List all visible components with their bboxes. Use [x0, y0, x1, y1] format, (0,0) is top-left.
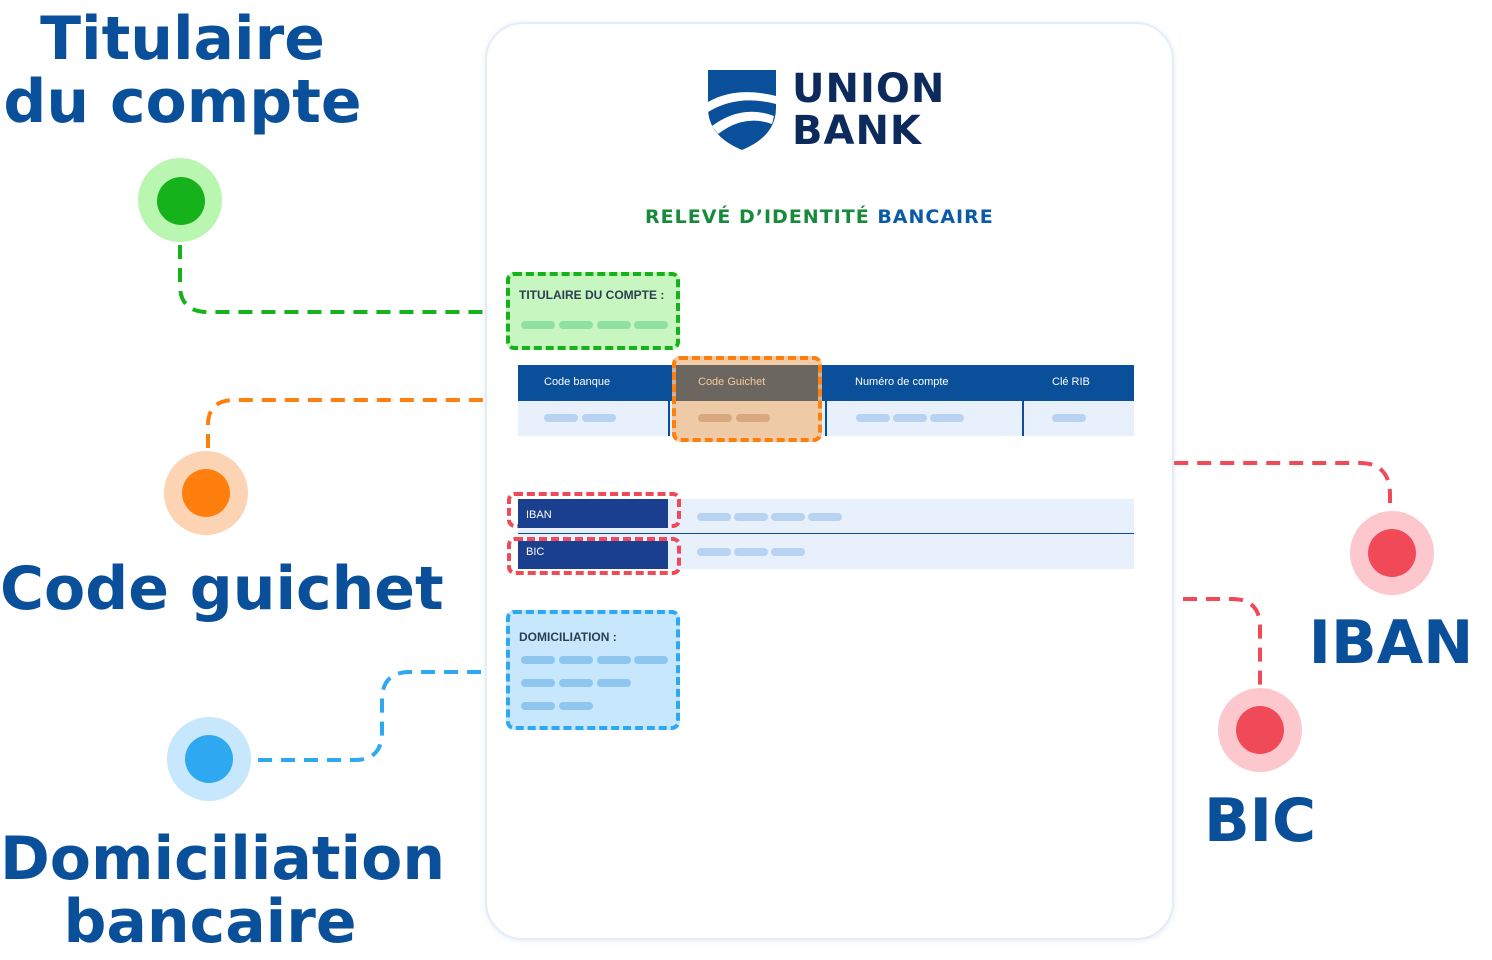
th-cle-rib: Clé RIB: [1052, 376, 1090, 388]
document-title: RELEVÉ D’IDENTITÉ BANCAIRE: [645, 206, 1015, 228]
callout-code-guichet: Code guichet: [0, 558, 444, 621]
th-code-guichet: Code Guichet: [698, 376, 766, 388]
bank-name: UNION BANK: [792, 68, 945, 152]
titulaire-placeholder: [559, 321, 593, 329]
code-guichet-placeholder: [698, 414, 732, 422]
bic-label-cell: BIC: [518, 541, 668, 569]
bic-highlight: [507, 537, 681, 575]
code-banque-placeholder: [582, 414, 616, 422]
titulaire-label: TITULAIRE DU COMPTE :: [519, 288, 665, 302]
callout-titulaire-text: Titulaire du compte: [3, 4, 362, 137]
titulaire-marker-dot: [157, 177, 205, 225]
code-banque-placeholder: [544, 414, 578, 422]
callout-bic-text: BIC: [1203, 786, 1317, 856]
domiciliation-connector: [258, 670, 506, 762]
domiciliation-placeholder: [521, 702, 555, 710]
iban-marker-dot: [1368, 529, 1416, 577]
domiciliation-highlight: [506, 610, 680, 730]
titulaire-highlight: [506, 272, 680, 350]
domiciliation-placeholder: [559, 679, 593, 687]
bic-marker-dot: [1236, 706, 1284, 754]
domiciliation-placeholder: [597, 679, 631, 687]
titulaire-placeholder: [597, 321, 631, 329]
bank-name-line1: UNION: [792, 66, 946, 112]
cle-rib-placeholder: [1052, 414, 1086, 422]
domiciliation-placeholder: [521, 656, 555, 664]
bic-placeholder: [734, 548, 768, 556]
table-divider: [668, 365, 670, 436]
domiciliation-marker-dot: [185, 735, 233, 783]
iban-placeholder: [771, 513, 805, 521]
th-numero-compte: Numéro de compte: [855, 376, 949, 388]
bic-label: BIC: [526, 546, 545, 558]
domiciliation-placeholder: [597, 656, 631, 664]
callout-domiciliation: Domiciliation bancaire: [0, 828, 445, 954]
bic-placeholder: [771, 548, 805, 556]
callout-iban-text: IBAN: [1308, 608, 1474, 678]
callout-code-guichet-text: Code guichet: [0, 554, 444, 624]
table-divider: [1022, 365, 1024, 436]
domiciliation-placeholder: [559, 702, 593, 710]
titulaire-connector: [178, 245, 506, 314]
iban-placeholder: [734, 513, 768, 521]
callout-domiciliation-text: Domiciliation bancaire: [0, 824, 446, 957]
iban-placeholder: [808, 513, 842, 521]
titulaire-placeholder: [634, 321, 668, 329]
code-guichet-connector: [206, 398, 672, 448]
table-divider: [825, 365, 827, 436]
domiciliation-placeholder: [559, 656, 593, 664]
domiciliation-placeholder: [521, 679, 555, 687]
th-code-banque: Code banque: [544, 376, 611, 388]
callout-titulaire: Titulaire du compte: [0, 8, 365, 134]
code-guichet-header-bg: [676, 365, 818, 401]
numero-compte-placeholder: [856, 414, 890, 422]
bank-name-line2: BANK: [792, 108, 922, 154]
document-title-part1: RELEVÉ D’IDENTITÉ: [645, 206, 870, 228]
code-guichet-placeholder: [736, 414, 770, 422]
callout-bic: BIC: [1195, 790, 1325, 853]
document-title-part2: BANCAIRE: [877, 206, 994, 228]
rib-document-card: [485, 22, 1174, 940]
numero-compte-placeholder: [930, 414, 964, 422]
titulaire-placeholder: [521, 321, 555, 329]
numero-compte-placeholder: [893, 414, 927, 422]
iban-label: IBAN: [526, 509, 552, 521]
code-guichet-marker-dot: [182, 469, 230, 517]
callout-iban: IBAN: [1305, 612, 1477, 675]
iban-label-cell: IBAN: [518, 499, 668, 528]
row-separator: [518, 533, 1134, 534]
bic-placeholder: [697, 548, 731, 556]
domiciliation-placeholder: [634, 656, 668, 664]
union-bank-shield-icon: [708, 70, 776, 150]
iban-placeholder: [697, 513, 731, 521]
domiciliation-label: DOMICILIATION :: [519, 630, 617, 644]
bic-connector: [648, 574, 1262, 685]
